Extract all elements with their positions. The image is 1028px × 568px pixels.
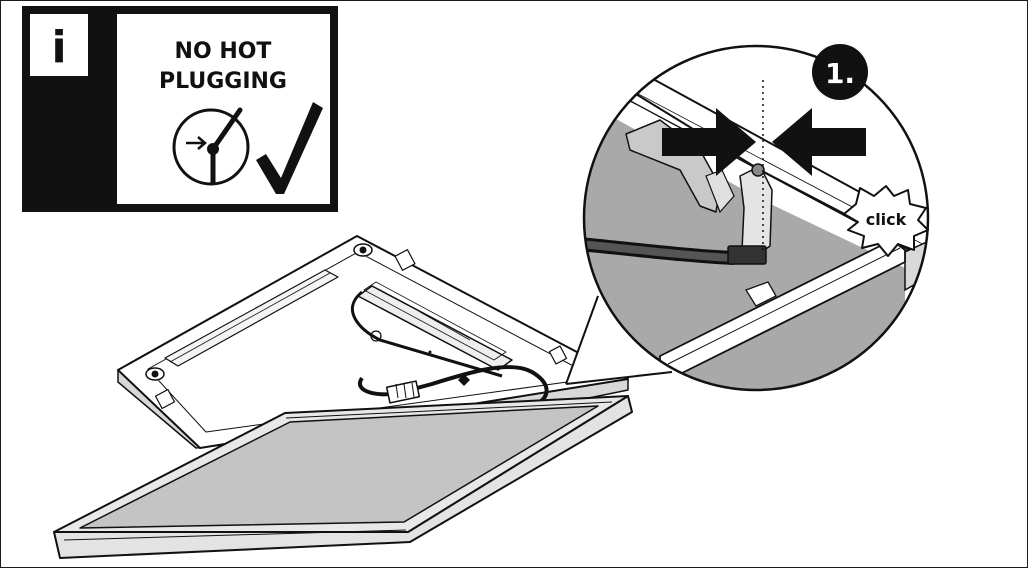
diffuser-panel xyxy=(53,395,633,559)
notice-panel xyxy=(117,14,330,204)
click-label: click xyxy=(866,210,907,229)
step-number-label: 1. xyxy=(825,57,855,90)
notice-line-2: PLUGGING xyxy=(159,69,287,94)
zoom-callout: 1. click xyxy=(565,44,930,392)
zoom-circle-border xyxy=(582,44,930,392)
step-number-badge: 1. xyxy=(812,44,868,100)
power-switch-off-icon xyxy=(172,107,250,186)
info-icon: i xyxy=(51,22,66,73)
corner-bracket-top xyxy=(353,243,373,257)
info-icon-tile xyxy=(30,14,88,76)
checkmark-icon xyxy=(256,102,323,194)
cable-connector xyxy=(385,380,421,404)
no-hot-plugging-notice: i NO HOT PLUGGING xyxy=(22,6,338,212)
pinch-arrows-icon xyxy=(662,108,866,176)
notice-line-1: NO HOT xyxy=(175,39,272,64)
led-driver-unit xyxy=(357,281,513,371)
click-burst-icon: click xyxy=(843,185,929,257)
corner-bracket-left xyxy=(145,367,165,381)
